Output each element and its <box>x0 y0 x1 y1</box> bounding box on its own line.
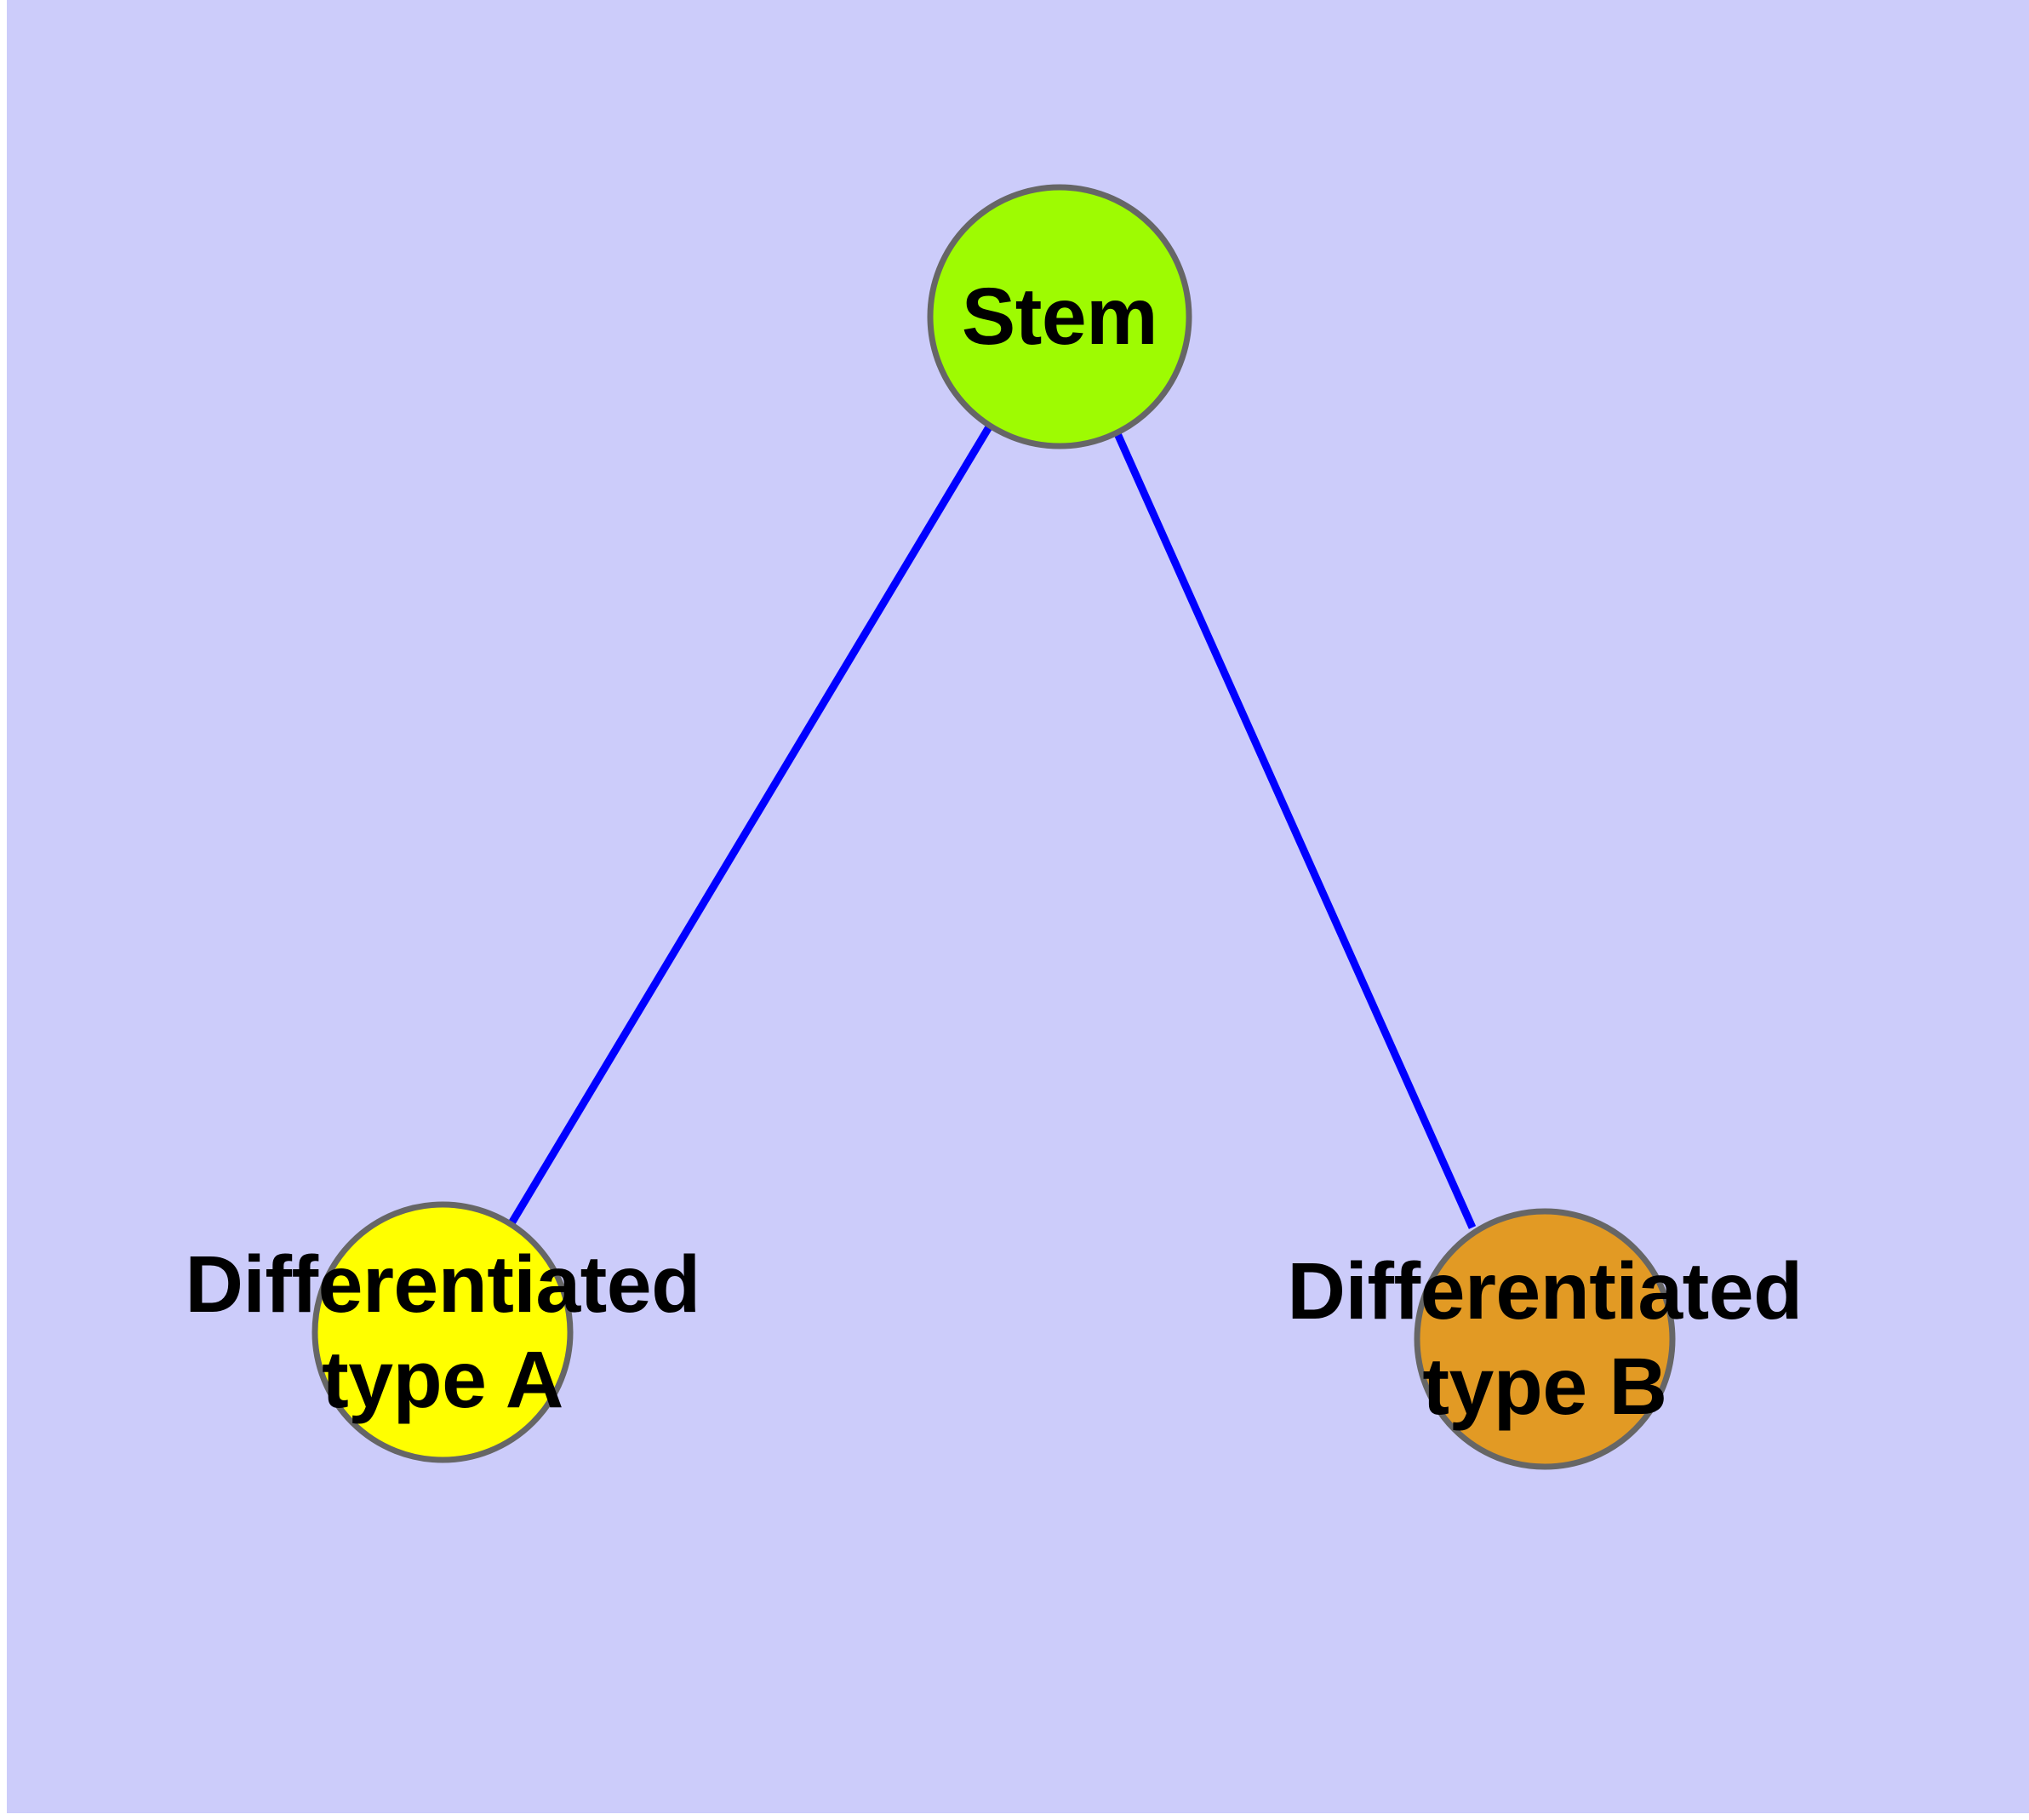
graph-node-stem[interactable] <box>927 184 1192 449</box>
graph-node-diff-a[interactable] <box>311 1201 574 1463</box>
edges-layer <box>508 423 1477 1229</box>
graph-edge-stem-to-diff-a[interactable] <box>508 423 993 1226</box>
nodes-layer <box>311 184 1676 1470</box>
graph-node-diff-b[interactable] <box>1414 1208 1676 1470</box>
graph-edge-stem-to-diff-b[interactable] <box>1112 428 1477 1229</box>
